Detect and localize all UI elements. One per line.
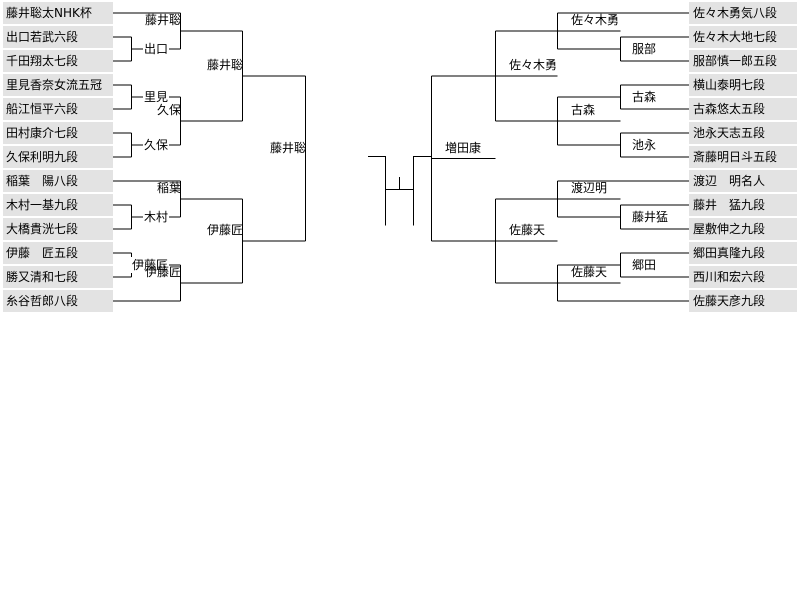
right-entry-11: 西川和宏六段 <box>689 266 797 288</box>
left-entry-4: 船江恒平六段 <box>3 98 113 120</box>
left-entry-6: 久保利明九段 <box>3 146 113 168</box>
right-round1-winner-4: 郷田 <box>631 257 658 273</box>
left-round3-winner-1: 伊藤匠 <box>207 223 244 237</box>
bracket-lines <box>113 12 689 302</box>
right-entry-9: 屋敷伸之九段 <box>689 218 797 240</box>
left-entry-1: 出口若武六段 <box>3 26 113 48</box>
right-entry-12: 佐藤天彦九段 <box>689 290 797 312</box>
left-round1-winner-2: 久保 <box>143 137 170 153</box>
right-round3-winner-1: 佐藤天 <box>509 223 546 237</box>
right-round2-winner-3: 佐藤天 <box>571 265 608 279</box>
left-round2-winner-1: 久保 <box>157 103 182 117</box>
left-entry-2: 千田翔太七段 <box>3 50 113 72</box>
right-entry-5: 池永天志五段 <box>689 122 797 144</box>
left-semi-winner-0: 藤井聡 <box>270 140 307 155</box>
left-entry-7: 稲葉 陽八段 <box>3 170 113 192</box>
left-entry-9: 大橋貴洸七段 <box>3 218 113 240</box>
left-entry-0: 藤井聡太NHK杯 <box>3 2 113 24</box>
left-round1-winner-1: 里見 <box>143 89 170 105</box>
right-round2-winner-0: 佐々木勇 <box>571 13 620 27</box>
right-round1-winner-0: 服部 <box>631 41 658 57</box>
right-entry-6: 斎藤明日斗五段 <box>689 146 797 168</box>
right-round1-winner-3: 藤井猛 <box>631 209 670 225</box>
left-entry-11: 勝又清和七段 <box>3 266 113 288</box>
left-entry-8: 木村一基九段 <box>3 194 113 216</box>
right-entry-8: 藤井 猛九段 <box>689 194 797 216</box>
left-round1-winner-4: 伊藤匠 <box>131 257 170 273</box>
right-round1-winner-2: 池永 <box>631 137 658 153</box>
right-entry-2: 服部慎一郎五段 <box>689 50 797 72</box>
left-round2-winner-2: 稲葉 <box>157 181 182 195</box>
left-entry-5: 田村康介七段 <box>3 122 113 144</box>
left-entry-12: 糸谷哲郎八段 <box>3 290 113 312</box>
left-entry-3: 里見香奈女流五冠 <box>3 74 113 96</box>
right-entry-3: 横山泰明七段 <box>689 74 797 96</box>
right-semi-winner-0: 増田康 <box>445 140 482 155</box>
right-round2-winner-1: 古森 <box>571 103 596 117</box>
right-round1-winner-1: 古森 <box>631 89 658 105</box>
right-entry-1: 佐々木大地七段 <box>689 26 797 48</box>
right-entry-10: 郷田真隆九段 <box>689 242 797 264</box>
left-round1-winner-0: 出口 <box>143 41 170 57</box>
left-round2-winner-3: 伊藤匠 <box>145 265 182 279</box>
right-entry-7: 渡辺 明名人 <box>689 170 797 192</box>
final-match-lines <box>368 156 431 226</box>
right-round2-winner-2: 渡辺明 <box>571 181 608 195</box>
left-round2-winner-0: 藤井聡 <box>145 13 182 27</box>
left-round1-winner-3: 木村 <box>143 209 170 225</box>
right-entry-4: 古森悠太五段 <box>689 98 797 120</box>
left-entry-10: 伊藤 匠五段 <box>3 242 113 264</box>
right-round3-winner-0: 佐々木勇 <box>509 58 558 72</box>
left-round3-winner-0: 藤井聡 <box>207 58 244 72</box>
right-entry-0: 佐々木勇気八段 <box>689 2 797 24</box>
